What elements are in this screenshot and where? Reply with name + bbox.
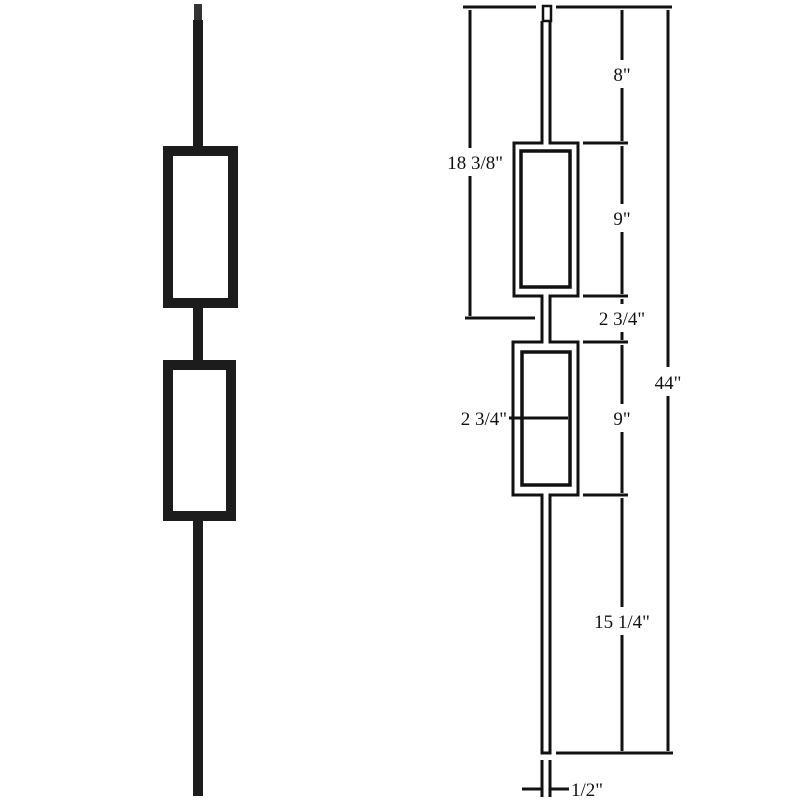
label-gap-between-panels: 2 3/4" [599,309,645,330]
label-bottom-spindle: 15 1/4" [594,612,650,633]
lower-square-frame [163,360,236,521]
dimension-labels: 8" 9" 2 3/4" 9" 15 1/4" 44" 18 3/8" 2 3/… [447,65,681,800]
label-overall-height: 44" [655,373,682,394]
threaded-tip [194,4,202,22]
upper-inner-panel [519,149,572,289]
technical-drawing [463,4,673,797]
baluster-outline [511,21,580,755]
label-lower-panel-height: 9" [613,409,630,430]
top-tip-outline [541,4,553,23]
bar-top [193,20,203,148]
label-upper-panel-height: 9" [613,209,630,230]
upper-square-frame [163,146,238,308]
label-top-to-gap: 18 3/8" [447,153,503,174]
label-top-spindle: 8" [613,65,630,86]
bar-bottom [193,519,203,796]
label-bar-width: 1/2" [571,780,603,800]
bar-middle [193,306,203,362]
label-panel-width: 2 3/4" [461,409,507,430]
baluster-photo [163,4,238,796]
